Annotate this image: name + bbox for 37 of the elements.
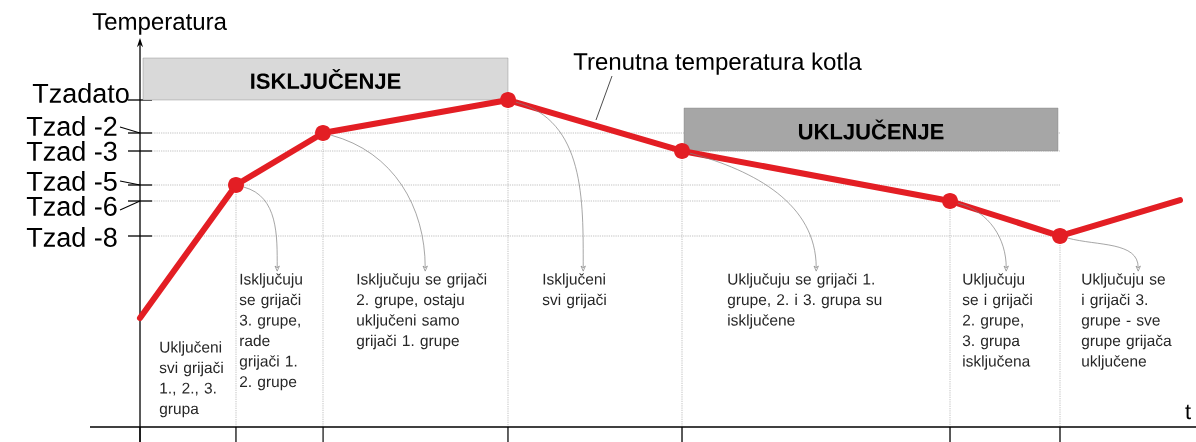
tick-label: Tzad -8 bbox=[26, 227, 117, 247]
phase-description: Uključuju se i grijači 2. grupe, 3. grupa isključena bbox=[962, 273, 1032, 370]
axis-title: t bbox=[1185, 404, 1191, 420]
arrow bbox=[689, 152, 819, 272]
curve-label: Trenutna temperatura kotla bbox=[573, 52, 862, 75]
phase-description: Isključeni svi grijači bbox=[542, 273, 606, 309]
leader-line bbox=[595, 75, 613, 121]
data-point bbox=[228, 177, 244, 193]
phase-description: Isključuju se grijači 3. grupe, rade grijači 1. 2. grupe bbox=[239, 273, 302, 391]
curve-segment bbox=[512, 99, 678, 152]
data-point bbox=[674, 143, 690, 159]
data-point bbox=[1052, 228, 1068, 244]
arrow bbox=[515, 101, 586, 272]
data-point bbox=[500, 92, 516, 108]
tick-label: Tzad -3 bbox=[26, 141, 117, 161]
phase-description: Isključuju se grijači 2. grupe, ostaju uključeni samo grijači 1. grupe bbox=[356, 273, 487, 350]
tick-label: Tzad -6 bbox=[26, 196, 117, 216]
arrow bbox=[1067, 237, 1141, 272]
arrow bbox=[243, 186, 280, 272]
data-point bbox=[942, 193, 958, 209]
tick-label: Tzad -5 bbox=[26, 171, 117, 191]
curve-segment bbox=[328, 98, 503, 135]
curve-segment bbox=[240, 134, 319, 184]
axis-title: Temperatura bbox=[92, 13, 227, 35]
phase-description: Uključuju se i grijači 3. grupe - sve grupe grijača uključene bbox=[1081, 273, 1172, 370]
data-point bbox=[315, 125, 331, 141]
phase-description: Uključuju se grijači 1. grupe, 2. i 3. grupa su isključene bbox=[727, 273, 882, 329]
phase-description: Uključeni svi grijači 1., 2., 3. grupa bbox=[159, 341, 223, 418]
phase-band: UKLJUČENJE bbox=[683, 107, 1059, 152]
curve-segment bbox=[687, 149, 945, 203]
curve-segment bbox=[954, 200, 1056, 237]
tick-label: Tzad -2 bbox=[26, 116, 117, 136]
curve-segment bbox=[1064, 197, 1183, 237]
phase-band: ISKLJUČENJE bbox=[142, 57, 509, 101]
arrow bbox=[330, 134, 428, 272]
arrow bbox=[957, 202, 1009, 272]
curve-segment bbox=[137, 188, 235, 321]
